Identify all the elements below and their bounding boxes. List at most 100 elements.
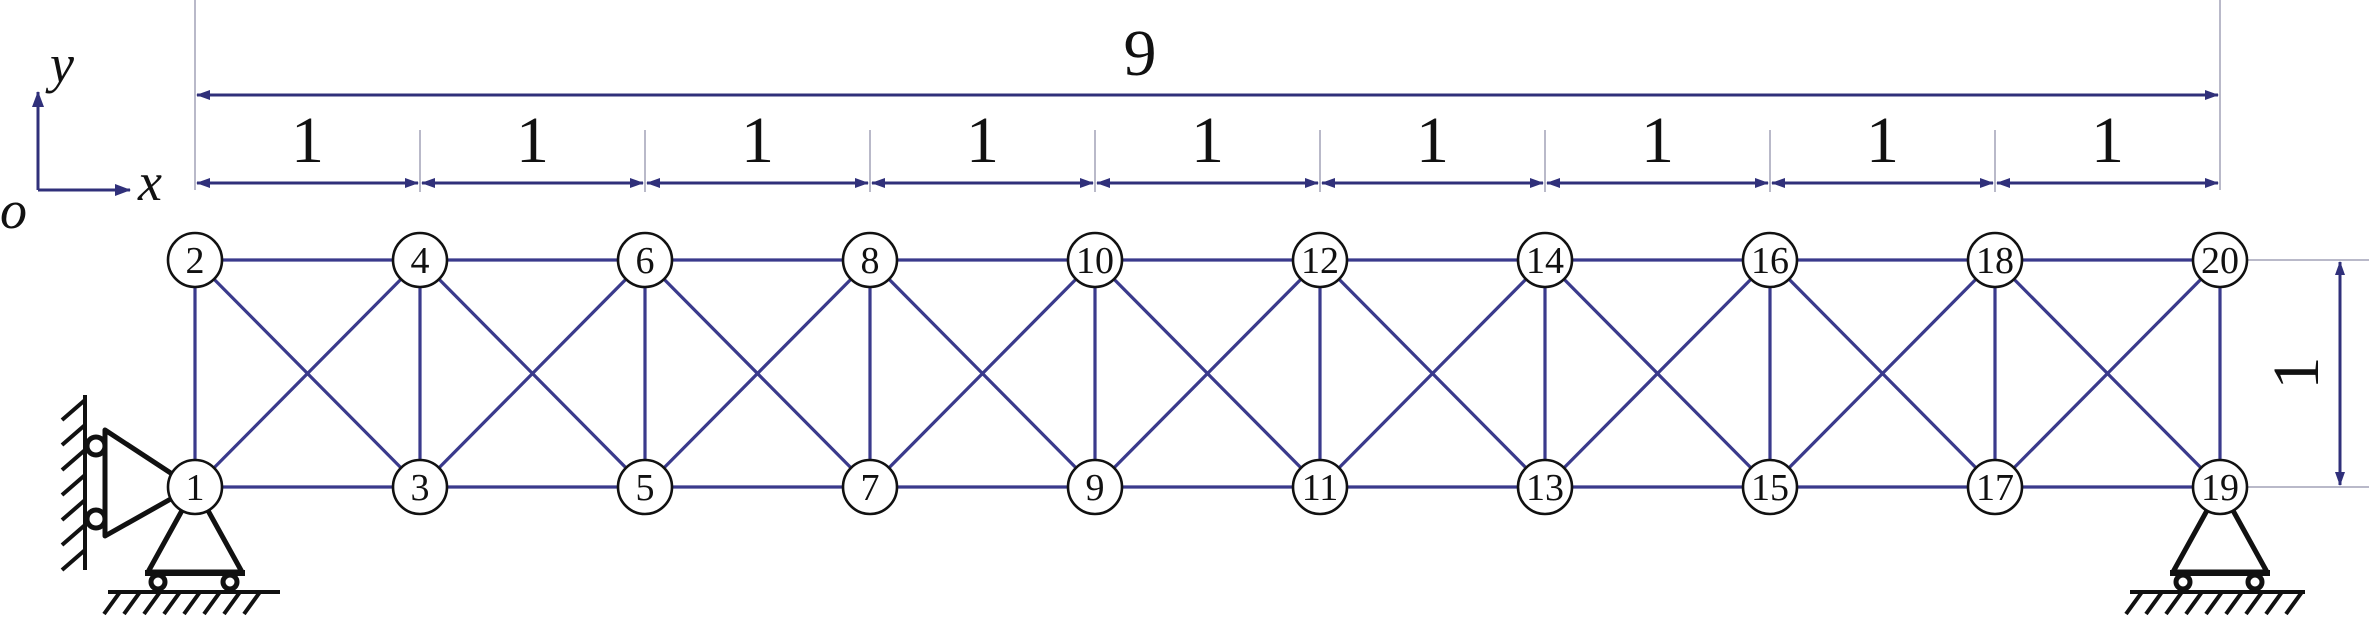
node-circle [841, 458, 899, 516]
truss-node-15: 15 [1741, 458, 1799, 516]
diagonal-member [868, 258, 1097, 489]
node-label: 19 [2201, 467, 2239, 509]
truss-node-2: 2 [166, 231, 224, 289]
node-label: 3 [411, 467, 430, 509]
left-support-wall [60, 395, 195, 572]
node-label: 13 [1526, 467, 1564, 509]
panel-dimension-label: 1 [1416, 104, 1449, 177]
ground-hatch-line [2144, 590, 2164, 616]
wall-roller-top [84, 434, 108, 458]
node-circle [1516, 231, 1574, 289]
truss-node-7: 7 [841, 458, 899, 516]
left-support-base [102, 484, 280, 616]
diagonal-member [193, 258, 422, 489]
node-circle [1741, 458, 1799, 516]
truss-node-14: 14 [1516, 231, 1574, 289]
ground-hatch-line [2124, 590, 2144, 616]
node-label: 20 [2201, 240, 2239, 282]
node-circle [1741, 231, 1799, 289]
dimension-lines: 9 1 [194, 0, 2369, 488]
truss-node-12: 12 [1291, 231, 1349, 289]
truss-node-4: 4 [391, 231, 449, 289]
ground-hatch-line [2164, 590, 2184, 616]
node-circle [841, 231, 899, 289]
panel-dimension-label: 1 [516, 104, 549, 177]
truss-members [193, 258, 2222, 489]
wall-hatch [60, 473, 87, 497]
panel-dimension-label: 1 [1641, 104, 1674, 177]
node-circle [1966, 458, 2024, 516]
node-label: 14 [1526, 240, 1564, 282]
panel-dimension-label: 1 [2091, 104, 2124, 177]
node-label: 10 [1076, 240, 1114, 282]
truss-node-17: 17 [1966, 458, 2024, 516]
truss-node-8: 8 [841, 231, 899, 289]
roller-right-b [2245, 572, 2265, 592]
diagonal-member [1318, 258, 1547, 489]
node-label: 12 [1301, 240, 1339, 282]
node-circle [1966, 231, 2024, 289]
wall-hatch [60, 498, 87, 522]
node-label: 9 [1086, 467, 1105, 509]
wall-hatch [60, 448, 87, 472]
node-circle [166, 231, 224, 289]
diagonal-member [643, 258, 872, 489]
truss-node-16: 16 [1741, 231, 1799, 289]
truss-node-1: 1 [166, 458, 224, 516]
diagonal-member [418, 258, 647, 489]
y-axis-label: y [45, 34, 74, 94]
wall-hatch [60, 548, 87, 572]
ground-hatch-line [2184, 590, 2204, 616]
node-label: 11 [1302, 467, 1339, 509]
right-support-base [2124, 484, 2305, 616]
node-circle [1291, 231, 1349, 289]
ground-hatch-left [102, 590, 262, 616]
truss-node-5: 5 [616, 458, 674, 516]
total-span-label: 9 [1124, 17, 1157, 90]
coordinate-axes: y x o [0, 34, 162, 240]
ground-hatch-line [102, 590, 122, 616]
node-label: 8 [861, 240, 880, 282]
truss-node-9: 9 [1066, 458, 1124, 516]
truss-node-10: 10 [1066, 231, 1124, 289]
panel-dimension-label: 1 [966, 104, 999, 177]
panel-dimension-label: 1 [1191, 104, 1224, 177]
node-label: 6 [636, 240, 655, 282]
diagonal-member [1993, 258, 2222, 489]
node-label: 15 [1751, 467, 1789, 509]
node-circle [2191, 458, 2249, 516]
wall-roller-bottom [84, 507, 108, 531]
wall-hatch [60, 523, 87, 547]
support-plate-right [2170, 570, 2270, 576]
node-circle [166, 458, 224, 516]
node-circle [616, 458, 674, 516]
node-circle [391, 231, 449, 289]
panel-dimension-label: 1 [741, 104, 774, 177]
ground-hatch-line [2264, 590, 2284, 616]
node-label: 1 [186, 467, 205, 509]
truss-node-19: 19 [2191, 458, 2249, 516]
node-label: 17 [1976, 467, 2014, 509]
ground-hatch-right [2124, 590, 2304, 616]
roller-right-a [2173, 572, 2193, 592]
node-circle [2191, 231, 2249, 289]
node-label: 4 [411, 240, 430, 282]
truss-node-13: 13 [1516, 458, 1574, 516]
height-label: 1 [2260, 357, 2333, 390]
node-circle [616, 231, 674, 289]
origin-label: o [0, 180, 27, 240]
x-axis-label: x [137, 152, 162, 212]
support-plate-left [145, 570, 245, 576]
node-label: 7 [861, 467, 880, 509]
node-label: 16 [1751, 240, 1789, 282]
panel-dimension-label: 1 [291, 104, 324, 177]
roller-left-b [220, 572, 240, 592]
truss-node-18: 18 [1966, 231, 2024, 289]
node-label: 18 [1976, 240, 2014, 282]
roller-left-a [148, 572, 168, 592]
diagonal-member [1543, 258, 1772, 489]
